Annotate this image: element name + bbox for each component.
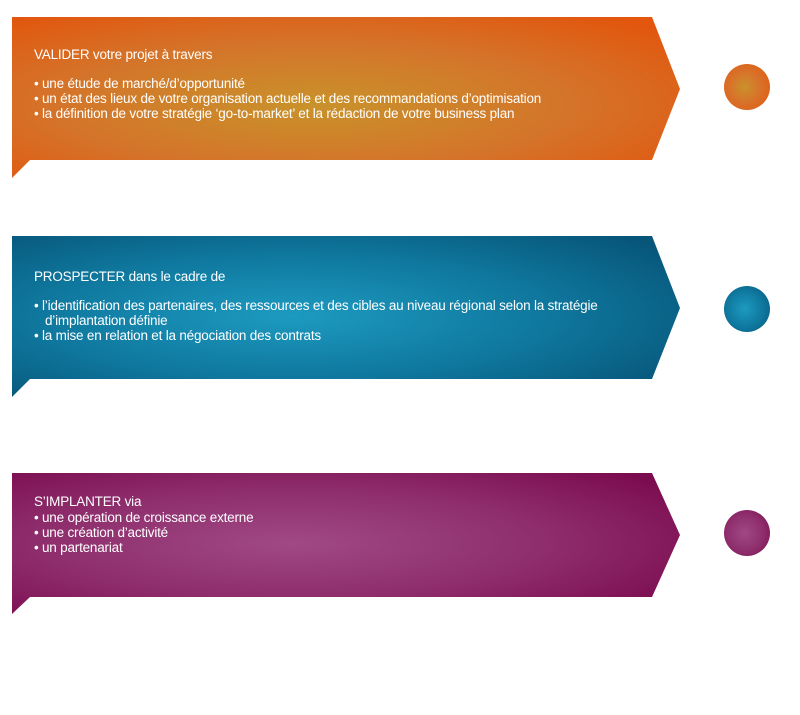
list-item-text: une opération de croissance externe xyxy=(42,510,254,525)
list-item-text: un état des lieux de votre organisation … xyxy=(42,91,542,106)
bullet-icon: • xyxy=(34,91,39,106)
list-item: •un partenariat xyxy=(34,540,614,555)
orange-arrow-shape xyxy=(12,17,680,178)
step-banner-prospecter: PROSPECTER dans le cadre de •l’identific… xyxy=(12,236,682,397)
step-heading: VALIDER votre projet à travers xyxy=(34,47,213,62)
list-item-continuation: d’implantation définie xyxy=(45,313,168,328)
step-banner-valider: VALIDER votre projet à travers •une étud… xyxy=(12,17,682,178)
list-item-text: la définition de votre stratégie ‘go-to-… xyxy=(42,106,515,121)
bullet-icon: • xyxy=(34,525,39,540)
list-item-text: un partenariat xyxy=(42,540,123,555)
list-item-text: une étude de marché/d’opportunité xyxy=(42,76,245,91)
step-text: VALIDER votre projet à travers •une étud… xyxy=(34,17,614,121)
bullet-icon: • xyxy=(34,540,39,555)
list-item: •une étude de marché/d’opportunité xyxy=(34,76,614,91)
step-text: PROSPECTER dans le cadre de •l’identific… xyxy=(34,236,614,343)
purple-circle-marker xyxy=(724,510,770,556)
list-item-text: une création d’activité xyxy=(42,525,168,540)
step-text: S’IMPLANTER via •une opération de croiss… xyxy=(34,473,614,555)
bullet-icon: • xyxy=(34,328,39,343)
list-item-text: la mise en relation et la négociation de… xyxy=(42,328,321,343)
step-heading: S’IMPLANTER via xyxy=(34,494,142,509)
bullet-icon: • xyxy=(34,76,39,91)
list-item: •un état des lieux de votre organisation… xyxy=(34,91,614,106)
list-item: •une création d’activité xyxy=(34,525,614,540)
blue-arrow-shape xyxy=(12,236,680,397)
bullet-icon: • xyxy=(34,510,39,525)
blue-circle-marker xyxy=(724,286,770,332)
orange-circle-marker xyxy=(724,64,770,110)
list-item: •la définition de votre stratégie ‘go-to… xyxy=(34,106,614,121)
list-item-text: l’identification des partenaires, des re… xyxy=(42,298,598,313)
step-banner-simplanter: S’IMPLANTER via •une opération de croiss… xyxy=(12,473,682,614)
list-item: •la mise en relation et la négociation d… xyxy=(34,328,614,343)
bullet-icon: • xyxy=(34,298,39,313)
list-item: •une opération de croissance externe xyxy=(34,510,614,525)
bullet-icon: • xyxy=(34,106,39,121)
step-heading: PROSPECTER dans le cadre de xyxy=(34,269,226,284)
purple-arrow-shape xyxy=(12,473,680,614)
list-item: •l’identification des partenaires, des r… xyxy=(34,298,614,328)
